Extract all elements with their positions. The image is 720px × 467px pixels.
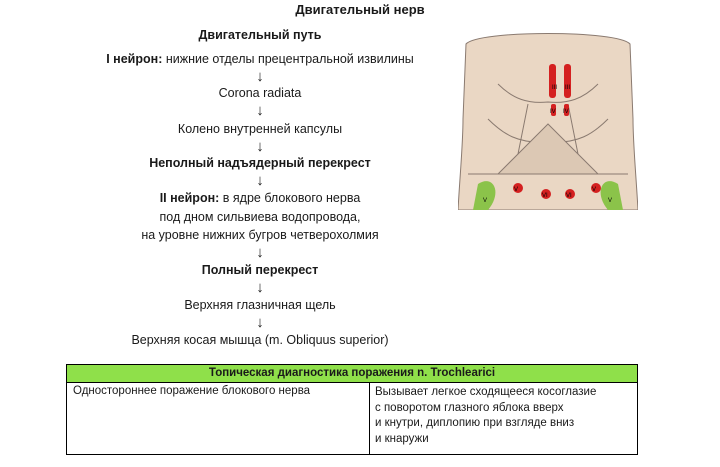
- down-arrow-icon: ↓: [256, 68, 264, 85]
- right-line-4: и кнаружи: [375, 432, 429, 445]
- oculomotor-nucleus-right: [564, 64, 571, 98]
- label-iii-left: III: [552, 85, 557, 91]
- label-iv-left: IV: [550, 109, 556, 115]
- neuron2-label: II нейрон:: [159, 191, 220, 205]
- oculomotor-nucleus-left: [549, 64, 556, 98]
- neuron2-line3: на уровне нижних бугров четверохолмия: [141, 228, 379, 242]
- brainstem-outline: [458, 33, 638, 210]
- step-genu: Колено внутренней капсулы: [177, 122, 343, 136]
- neuron1-text: нижние отделы прецентральной извилины: [162, 52, 414, 66]
- table-header: Топическая диагностика поражения n. Troc…: [67, 365, 637, 383]
- green-nucleus-right: [600, 181, 623, 210]
- topical-diagnosis-table: Топическая диагностика поражения n. Troc…: [66, 364, 638, 455]
- neuron1-label: I нейрон:: [106, 52, 163, 66]
- neuron1-line: I нейрон: нижние отделы прецентральной и…: [40, 52, 480, 66]
- page-title: Двигательный нерв: [295, 2, 425, 17]
- down-arrow-icon: ↓: [256, 102, 264, 119]
- down-arrow-icon: ↓: [256, 314, 264, 331]
- label-v-left: V: [514, 187, 518, 193]
- label-v-lateral-right: V: [608, 198, 612, 204]
- down-arrow-icon: ↓: [256, 172, 264, 189]
- neuron2-line: II нейрон: в ядре блокового нерва: [40, 191, 480, 205]
- down-arrow-icon: ↓: [256, 138, 264, 155]
- down-arrow-icon: ↓: [256, 279, 264, 296]
- table-right-cell: Вызывает легкое сходящееся косоглазие с …: [375, 385, 596, 447]
- step-full-decussation: Полный перекрест: [201, 263, 319, 277]
- label-vi-right: VI: [566, 193, 572, 199]
- table-divider: [369, 382, 370, 455]
- right-line-3: и кнутри, диплопию при взгляде вниз: [375, 417, 575, 429]
- label-v-lateral-left: V: [483, 198, 487, 204]
- down-arrow-icon: ↓: [256, 244, 264, 261]
- label-iv-right: IV: [563, 109, 569, 115]
- label-v-right: V: [592, 187, 596, 193]
- right-line-2: с поворотом глазного яблока вверх: [375, 401, 564, 414]
- step-corona: Corona radiata: [218, 86, 302, 100]
- trochlear-nucleus-left: [551, 104, 556, 116]
- neuron2-line2: под дном сильвиева водопровода,: [159, 210, 361, 224]
- brainstem-illustration: III III IV IV V V VI VI V V: [458, 33, 638, 210]
- trochlear-nucleus-right: [564, 104, 569, 116]
- step-muscle: Верхняя косая мышца (m. Obliquus superio…: [131, 333, 389, 347]
- step-fissure: Верхняя глазничная щель: [184, 298, 336, 312]
- right-line-1: Вызывает легкое сходящееся косоглазие: [375, 386, 597, 398]
- table-left-cell: Одностороннее поражение блокового нерва: [73, 385, 311, 397]
- step-partial-decussation: Неполный надъядерный перекрест: [149, 156, 371, 170]
- label-iii-right: III: [565, 85, 570, 91]
- label-vi-left: VI: [542, 193, 548, 199]
- green-nucleus-left: [473, 181, 496, 210]
- pathway-heading: Двигательный путь: [198, 28, 322, 42]
- neuron2-text: в ядре блокового нерва: [219, 191, 361, 205]
